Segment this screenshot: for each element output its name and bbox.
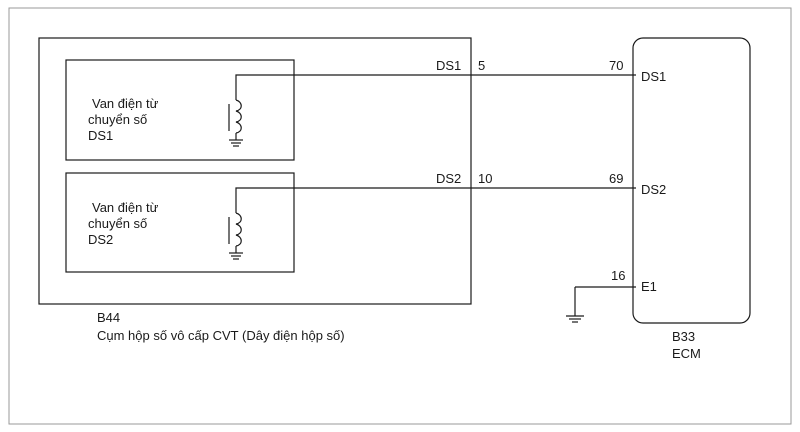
ecm-pin-number-16: 16 xyxy=(611,268,625,283)
ground-ds1-icon xyxy=(229,139,243,147)
b44-pin-number-ds1: 5 xyxy=(478,58,485,73)
valve-ds2-box xyxy=(65,172,295,273)
valve-ds2-line2: chuyển số xyxy=(88,216,147,231)
valve-ds2-line3: DS2 xyxy=(88,232,113,247)
ecm-box xyxy=(632,37,751,324)
ecm-pin-name-e1: E1 xyxy=(641,279,657,294)
b44-code: B44 xyxy=(97,310,120,325)
ecm-pin-number-69: 69 xyxy=(609,171,623,186)
ground-ds2-icon xyxy=(229,252,243,260)
b44-pin-name-ds1: DS1 xyxy=(436,58,461,73)
ecm-name: ECM xyxy=(672,346,701,361)
valve-ds1-line3: DS1 xyxy=(88,128,113,143)
ecm-pin-name-ds2: DS2 xyxy=(641,182,666,197)
ecm-code: B33 xyxy=(672,329,695,344)
b44-description: Cụm hộp số vô cấp CVT (Dây điện hộp số) xyxy=(97,328,345,343)
valve-ds1-box xyxy=(65,59,295,161)
ecm-pin-name-ds1: DS1 xyxy=(641,69,666,84)
valve-ds2-line1: Van điện từ xyxy=(92,200,159,215)
diagram-frame xyxy=(8,7,792,425)
ecm-pin-number-70: 70 xyxy=(609,58,623,73)
valve-ds1-line2: chuyển số xyxy=(88,112,147,127)
solenoid-coil-ds1-icon xyxy=(228,74,242,140)
b44-pin-number-ds2: 10 xyxy=(478,171,492,186)
valve-ds1-line1: Van điện từ xyxy=(92,96,159,111)
solenoid-coil-ds2-icon xyxy=(228,187,242,253)
b44-pin-name-ds2: DS2 xyxy=(436,171,461,186)
b44-box xyxy=(38,37,472,305)
ground-e1-icon xyxy=(566,315,584,323)
